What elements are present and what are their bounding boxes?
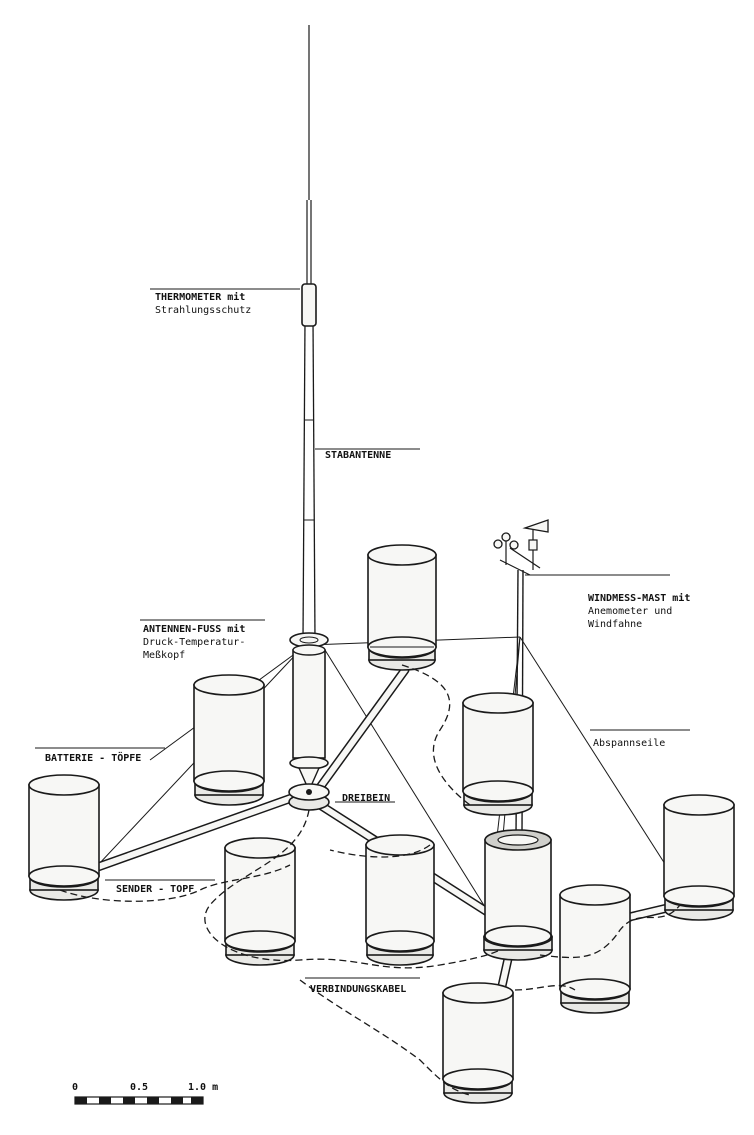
- label-thermometer: THERMOMETER mit Strahlungsschutz: [150, 288, 300, 316]
- battery-pot-back: [367, 544, 437, 671]
- label-guy-ropes: Abspannseile: [590, 729, 690, 749]
- wind-mast-pot: [483, 829, 553, 961]
- label-battery-pots: BATTERIE - TÖPFE: [35, 747, 165, 764]
- connection-cables: [59, 664, 681, 1096]
- label-wind-mast-line2: Anemometer und: [588, 606, 672, 617]
- label-cables-text: VERBINDUNGSKABEL: [310, 984, 406, 995]
- label-wind-mast-line1: WINDMESS-MAST mit: [588, 592, 690, 604]
- label-stabantenne: STABANTENNE: [315, 448, 420, 461]
- label-antenna-foot-line1: ANTENNEN-FUSS mit: [143, 623, 245, 635]
- sender-pot: [224, 837, 296, 966]
- antenna-foot: [289, 632, 329, 787]
- battery-pot-far-right: [663, 794, 735, 921]
- battery-pot-right-back: [462, 692, 534, 816]
- tripod-hub: [288, 783, 330, 811]
- thermometer-shield-icon: [301, 283, 317, 327]
- battery-pot-left-back: [193, 674, 265, 806]
- label-wind-mast-line3: Windfahne: [588, 619, 642, 630]
- label-sender: SENDER - TOPF: [105, 879, 215, 895]
- battery-pot-far-left: [28, 774, 100, 901]
- battery-pot-center: [365, 834, 435, 966]
- battery-pot-right-front: [559, 884, 631, 1014]
- label-antenna-foot-line2: Druck-Temperatur-: [143, 637, 245, 648]
- label-tripod: DREIBEIN: [335, 793, 395, 804]
- label-thermometer-line2: Strahlungsschutz: [155, 305, 251, 316]
- scale-tick-mid: 0.5: [130, 1082, 148, 1093]
- label-antenna-foot-line3: Meßkopf: [143, 650, 185, 661]
- label-sender-text: SENDER - TOPF: [116, 884, 194, 895]
- antenna-mast: [302, 25, 316, 641]
- label-antenna-foot: ANTENNEN-FUSS mit Druck-Temperatur- Meßk…: [140, 619, 265, 661]
- scale-tick-end: 1.0 m: [188, 1082, 218, 1093]
- label-wind-mast: WINDMESS-MAST mit Anemometer und Windfah…: [525, 574, 690, 630]
- scale-tick-0: 0: [72, 1082, 78, 1093]
- label-battery-pots-text: BATTERIE - TÖPFE: [45, 750, 141, 764]
- battery-pot-front: [442, 982, 514, 1104]
- label-thermometer-line1: THERMOMETER mit: [155, 291, 245, 303]
- wind-vane-icon: [522, 519, 549, 570]
- label-stabantenne-text: STABANTENNE: [325, 450, 391, 461]
- scale-bar: 0 0.5 1.0 m: [72, 1082, 218, 1105]
- label-guy-ropes-text: Abspannseile: [593, 738, 665, 749]
- label-cables: VERBINDUNGSKABEL: [305, 977, 420, 995]
- label-tripod-text: DREIBEIN: [342, 793, 390, 804]
- anemometer-icon: [493, 532, 519, 565]
